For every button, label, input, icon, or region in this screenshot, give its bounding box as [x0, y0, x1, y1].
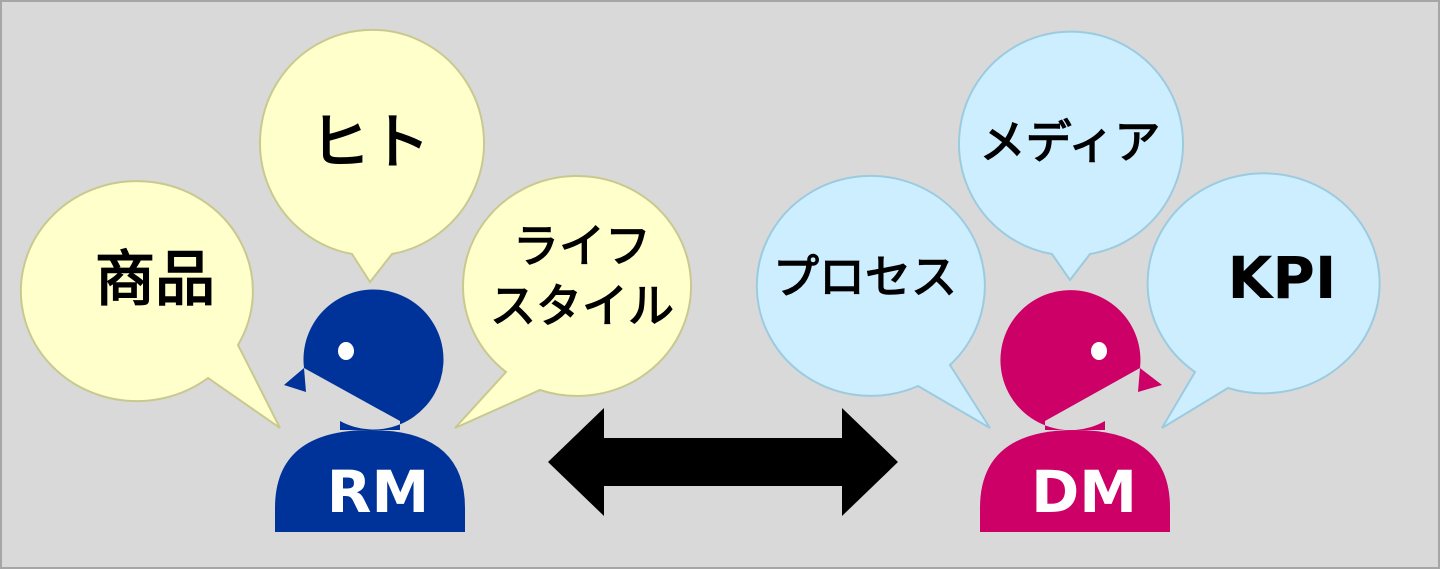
bubble-kpi: KPI — [1146, 172, 1381, 429]
bubble-media-text: メディア — [980, 115, 1161, 169]
bubble-people: ヒト — [259, 28, 485, 284]
rm-person-figure: RM — [275, 289, 465, 532]
dm-person-figure: DM — [980, 290, 1170, 532]
bubble-process: プロセス — [755, 174, 991, 429]
rm-person-label: RM — [327, 458, 429, 526]
bubble-process-shape — [755, 174, 991, 429]
bubble-kpi-text: KPI — [1227, 244, 1336, 312]
bubble-media-shape — [958, 30, 1184, 282]
rm-person-body — [275, 430, 465, 532]
bubble-lifestyle-text-line1: ライフ — [513, 219, 651, 273]
bubble-lifestyle-shape — [454, 174, 692, 429]
bubble-products-text: 商品 — [95, 245, 215, 315]
dm-person-label: DM — [1031, 458, 1137, 526]
bubble-lifestyle: ライフ スタイル — [454, 174, 692, 429]
bubble-products-shape — [19, 180, 281, 429]
dm-person-eye — [1091, 342, 1107, 360]
bubble-people-text: ヒト — [310, 108, 430, 178]
double-headed-arrow — [548, 408, 898, 516]
rm-person-eye — [338, 342, 354, 360]
dm-person-body — [980, 430, 1170, 532]
bubble-lifestyle-text-line2: スタイル — [490, 279, 674, 333]
bubble-products: 商品 — [19, 180, 281, 429]
bubble-process-text: プロセス — [773, 250, 957, 304]
bubble-media: メディア — [958, 30, 1184, 282]
bubble-people-shape — [259, 28, 485, 284]
rm-person-head — [284, 289, 444, 430]
dm-person-head — [1000, 290, 1162, 431]
bubble-kpi-shape — [1146, 172, 1381, 429]
